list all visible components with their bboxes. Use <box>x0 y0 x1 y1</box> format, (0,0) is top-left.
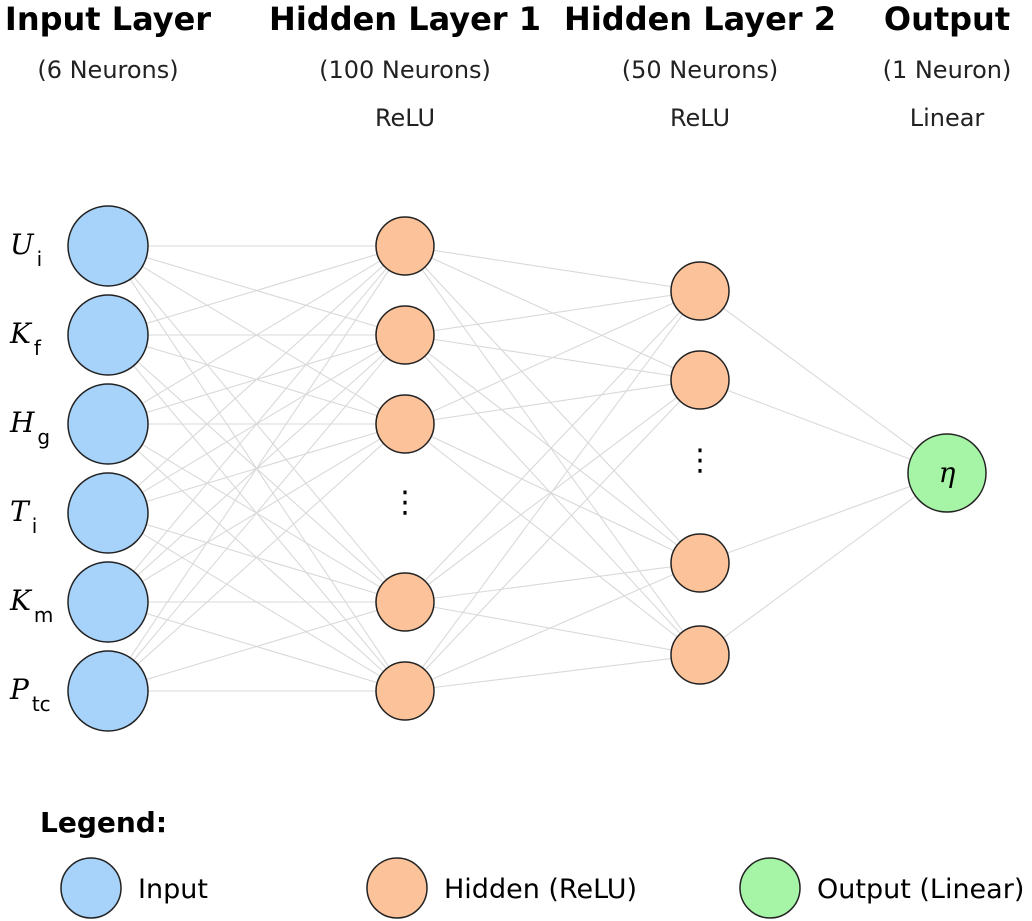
connection-line <box>404 654 701 692</box>
connection-line <box>404 245 701 656</box>
hidden2-neuron-4 <box>670 625 730 685</box>
hidden2-neuron-3 <box>670 533 730 593</box>
input-neuron-4 <box>67 472 149 554</box>
connections <box>107 245 948 692</box>
hidden1-ellipsis: ⋮ <box>390 485 420 520</box>
connection-line <box>404 379 701 425</box>
connection-line <box>404 245 701 292</box>
hidden1-neuron-1 <box>375 216 435 276</box>
connection-line <box>404 245 701 564</box>
output-neuron-label: η <box>939 456 956 489</box>
hidden1-neuron-3 <box>375 394 435 454</box>
input-label-subscript: m <box>34 603 53 627</box>
connection-line <box>404 379 701 692</box>
hidden1-neuron-5 <box>375 661 435 721</box>
legend-swatch-input <box>60 857 122 919</box>
input-label-symbol: K <box>9 317 33 350</box>
input-label-subscript: g <box>37 425 50 449</box>
connection-line <box>404 334 701 564</box>
layer-title-output: Output <box>884 0 1010 38</box>
connection-line <box>404 290 701 425</box>
connection-line <box>404 290 701 603</box>
layer-subtitle-output: (1 Neuron) <box>883 56 1012 84</box>
input-label-symbol: P <box>9 673 30 706</box>
hidden1-neuron-2 <box>375 305 435 365</box>
layer-subtitle-input: (6 Neurons) <box>37 56 178 84</box>
connection-line <box>404 290 701 336</box>
layer-activation-output: Linear <box>910 104 985 132</box>
layer-header-input: Input Layer (6 Neurons) <box>5 0 211 84</box>
input-layer <box>67 205 149 732</box>
hidden-layer-2 <box>670 261 730 685</box>
output-neuron <box>907 433 987 513</box>
connection-line <box>699 472 948 656</box>
connection-line <box>404 562 701 603</box>
connection-line <box>699 379 948 474</box>
input-neuron-6 <box>67 650 149 732</box>
layer-subtitle-hidden1: (100 Neurons) <box>319 56 491 84</box>
input-label-subscript: i <box>37 247 43 271</box>
hidden-layer-1 <box>375 216 435 721</box>
input-neuron-2 <box>67 294 149 376</box>
connection-line <box>107 245 406 692</box>
legend-label-hidden: Hidden (ReLU) <box>444 874 637 905</box>
connection-line <box>699 290 948 474</box>
input-neuron-3 <box>67 383 149 465</box>
output-layer: η <box>907 433 987 513</box>
layer-title-hidden2: Hidden Layer 2 <box>564 0 836 38</box>
connection-line <box>404 601 701 656</box>
connection-line <box>107 601 406 692</box>
legend: Legend: Input Hidden (ReLU) Output (Line… <box>40 806 1024 919</box>
hidden1-neuron-4 <box>375 572 435 632</box>
layer-subtitle-hidden2: (50 Neurons) <box>622 56 779 84</box>
connection-line <box>107 245 406 336</box>
input-neuron-1 <box>67 205 149 287</box>
input-label-symbol: U <box>10 228 35 261</box>
input-label-subscript: i <box>32 514 38 538</box>
layer-header-hidden1: Hidden Layer 1 (100 Neurons) ReLU <box>269 0 541 132</box>
connection-line <box>404 334 701 656</box>
legend-swatch-output <box>739 857 801 919</box>
layer-title-hidden1: Hidden Layer 1 <box>269 0 541 38</box>
connection-line <box>107 245 406 603</box>
legend-swatch-hidden <box>366 857 428 919</box>
layer-activation-hidden2: ReLU <box>670 104 730 132</box>
input-label-symbol: K <box>9 584 33 617</box>
connection-line <box>107 245 406 514</box>
input-label-symbol: T <box>10 495 31 528</box>
connection-line <box>699 472 948 564</box>
input-label-symbol: H <box>9 406 35 439</box>
hidden2-ellipsis: ⋮ <box>685 443 715 478</box>
hidden2-neuron-1 <box>670 261 730 321</box>
input-label-subscript: f <box>34 336 42 360</box>
connection-line <box>107 245 406 425</box>
layer-title-input: Input Layer <box>5 0 211 38</box>
input-neuron-5 <box>67 561 149 643</box>
hidden2-neuron-2 <box>670 350 730 410</box>
connection-line <box>404 423 701 564</box>
connection-line <box>404 290 701 692</box>
legend-title: Legend: <box>40 806 167 839</box>
layer-header-output: Output (1 Neuron) Linear <box>883 0 1012 132</box>
legend-label-output: Output (Linear) <box>817 874 1024 905</box>
connection-line <box>107 423 406 692</box>
input-label-subscript: tc <box>32 692 51 716</box>
connection-line <box>404 562 701 692</box>
connection-line <box>404 423 701 656</box>
connection-line <box>107 334 406 692</box>
layer-header-hidden2: Hidden Layer 2 (50 Neurons) ReLU <box>564 0 836 132</box>
layer-activation-hidden1: ReLU <box>375 104 435 132</box>
legend-label-input: Input <box>138 874 208 905</box>
